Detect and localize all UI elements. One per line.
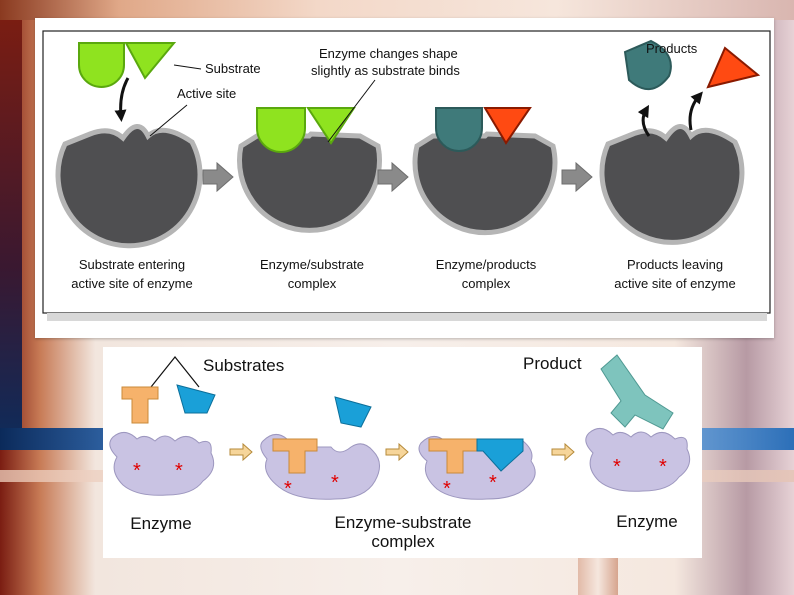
product-label: Product bbox=[523, 354, 582, 373]
active-site-marker-1a: * bbox=[133, 460, 141, 482]
active-site-marker-3a: * bbox=[443, 478, 451, 500]
stage-4-caption-line-1: Products leaving bbox=[627, 257, 723, 272]
active-site-marker-4b: * bbox=[659, 456, 667, 478]
enzyme-4-shape bbox=[586, 428, 690, 491]
products-label: Products bbox=[646, 41, 698, 56]
process-arrow-a bbox=[230, 444, 252, 460]
substrate-label: Substrate bbox=[205, 61, 261, 76]
substrates-label: Substrates bbox=[203, 356, 284, 375]
stage-3-caption-line-2: complex bbox=[462, 276, 511, 291]
caption-complex-line-1: Enzyme-substrate bbox=[335, 513, 472, 532]
active-site-marker-4a: * bbox=[613, 456, 621, 478]
stage-4-caption-line-2: active site of enzyme bbox=[614, 276, 735, 291]
enzyme-stage-1 bbox=[58, 126, 200, 245]
active-site-marker-2b: * bbox=[331, 472, 339, 494]
enzyme-substrate-diagram: Substrates * * * * * * Product bbox=[103, 347, 702, 558]
substrate-b-shape bbox=[177, 385, 215, 413]
approaching-substrate-b-shape bbox=[335, 397, 371, 427]
stage-1-caption-line-1: Substrate entering bbox=[79, 257, 185, 272]
process-arrow-b bbox=[386, 444, 408, 460]
caption-enzyme-initial: Enzyme bbox=[130, 514, 191, 533]
enzyme-substrate-diagram-panel: Substrates * * * * * * Product bbox=[103, 347, 702, 558]
enzyme-stage-4 bbox=[602, 126, 742, 242]
stage-1-caption-line-2: active site of enzyme bbox=[71, 276, 192, 291]
active-site-marker-3b: * bbox=[489, 472, 497, 494]
background-dark-edge bbox=[0, 20, 22, 430]
active-site-label: Active site bbox=[177, 86, 236, 101]
shape-change-label-line-2: slightly as substrate binds bbox=[311, 63, 460, 78]
process-arrow-c bbox=[552, 444, 574, 460]
substrate-semicircle-shape bbox=[79, 43, 124, 87]
frame-shadow bbox=[47, 313, 767, 321]
stage-3-caption-line-1: Enzyme/products bbox=[436, 257, 537, 272]
active-site-marker-1b: * bbox=[175, 460, 183, 482]
active-site-marker-2a: * bbox=[284, 478, 292, 500]
substrate-a-shape bbox=[122, 387, 158, 423]
stage-2-caption-line-1: Enzyme/substrate bbox=[260, 257, 364, 272]
background-band-top bbox=[0, 0, 794, 20]
enzyme-1-shape bbox=[110, 432, 214, 495]
product-shape bbox=[601, 355, 673, 429]
caption-complex-line-2: complex bbox=[371, 532, 435, 551]
lock-and-key-diagram: Substrate Active site Enzyme changes sha… bbox=[35, 18, 774, 338]
product-semicircle-shape bbox=[436, 108, 482, 151]
caption-enzyme-final: Enzyme bbox=[616, 512, 677, 531]
shape-change-label-line-1: Enzyme changes shape bbox=[319, 46, 458, 61]
stage-2-caption-line-2: complex bbox=[288, 276, 337, 291]
bound-substrate-semicircle-shape bbox=[257, 108, 305, 152]
lock-and-key-diagram-panel: Substrate Active site Enzyme changes sha… bbox=[35, 18, 774, 338]
